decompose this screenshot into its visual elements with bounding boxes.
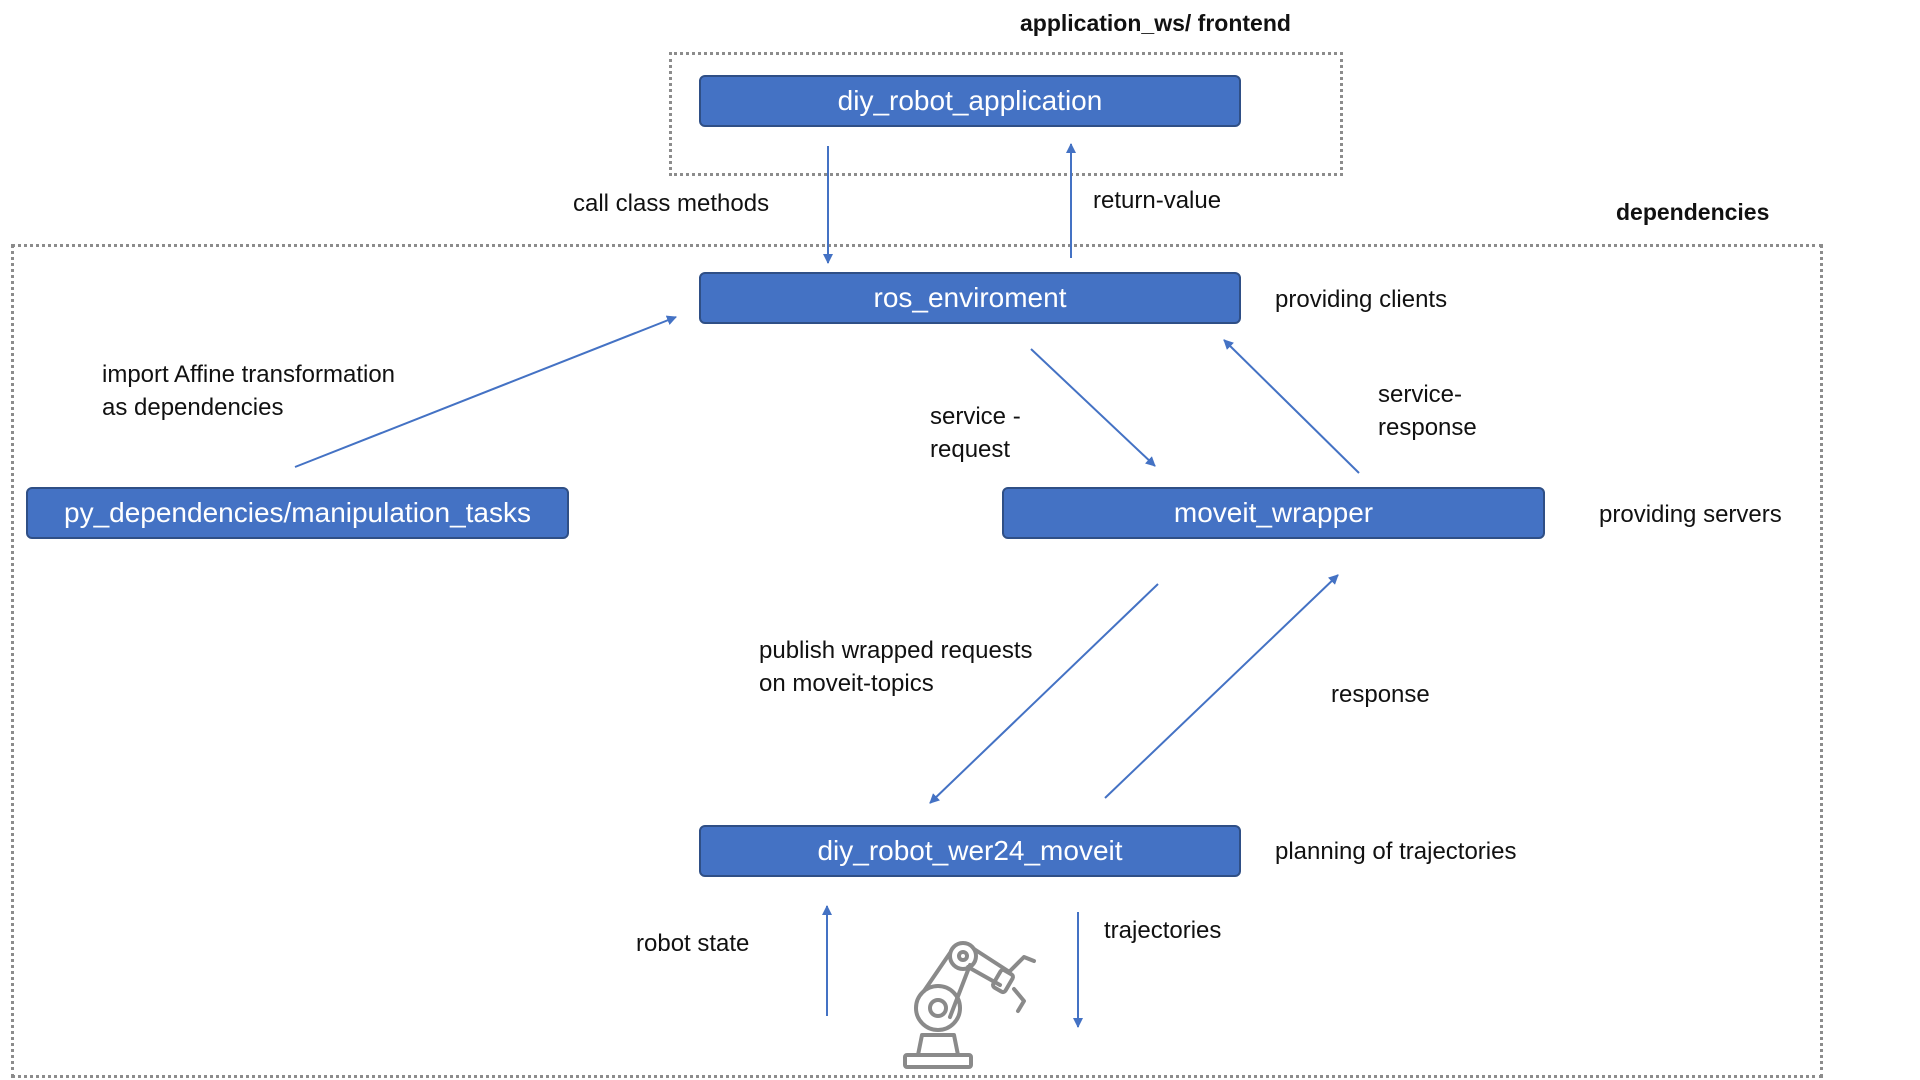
label-import-line-2: as dependencies [102, 394, 284, 421]
node-diy-robot-wer24-moveit[interactable]: diy_robot_wer24_moveit [699, 825, 1241, 877]
label-providing-servers: providing servers [1599, 501, 1782, 528]
arrow-service-request [1030, 348, 1156, 467]
label-publish-line-1: publish wrapped requests [759, 637, 1033, 664]
label-call-class-methods: call class methods [573, 190, 770, 217]
label-service-response-line-1: service- [1378, 381, 1463, 408]
frontend-group-box [669, 52, 1343, 176]
node-diy-robot-application[interactable]: diy_robot_application [699, 75, 1241, 127]
label-return-value: return-value [1093, 187, 1222, 214]
arrow-response [1104, 574, 1339, 799]
node-ros-enviroment[interactable]: ros_enviroment [699, 272, 1241, 324]
label-service-response: service- response [1378, 378, 1477, 444]
robot-arm-icon [903, 941, 1036, 1069]
label-trajectories: trajectories [1104, 917, 1222, 944]
arrow-service-response [1223, 339, 1360, 474]
arrow-publish-requests [929, 583, 1159, 804]
arrow-import-dependencies [294, 315, 677, 468]
label-service-request: service - request [930, 400, 1021, 466]
label-planning-of-trajectories: planning of trajectories [1275, 838, 1517, 865]
label-robot-state: robot state [636, 930, 750, 957]
label-import-line-1: import Affine transformation [102, 361, 396, 388]
node-py-dependencies[interactable]: py_dependencies/manipulation_tasks [26, 487, 569, 539]
label-providing-clients: providing clients [1275, 286, 1448, 313]
label-import-dependencies: import Affine transformation as dependen… [102, 358, 395, 424]
label-service-response-line-2: response [1378, 414, 1477, 441]
dependencies-group-title: dependencies [1616, 199, 1770, 225]
node-moveit-wrapper[interactable]: moveit_wrapper [1002, 487, 1545, 539]
label-publish-requests: publish wrapped requests on moveit-topic… [759, 634, 1033, 700]
label-publish-line-2: on moveit-topics [759, 670, 934, 697]
label-response: response [1331, 681, 1430, 708]
label-service-request-line-2: request [930, 436, 1011, 463]
label-service-request-line-1: service - [930, 403, 1021, 430]
frontend-group-title: application_ws/ frontend [1020, 10, 1291, 36]
dependencies-group-box [11, 244, 1823, 1078]
